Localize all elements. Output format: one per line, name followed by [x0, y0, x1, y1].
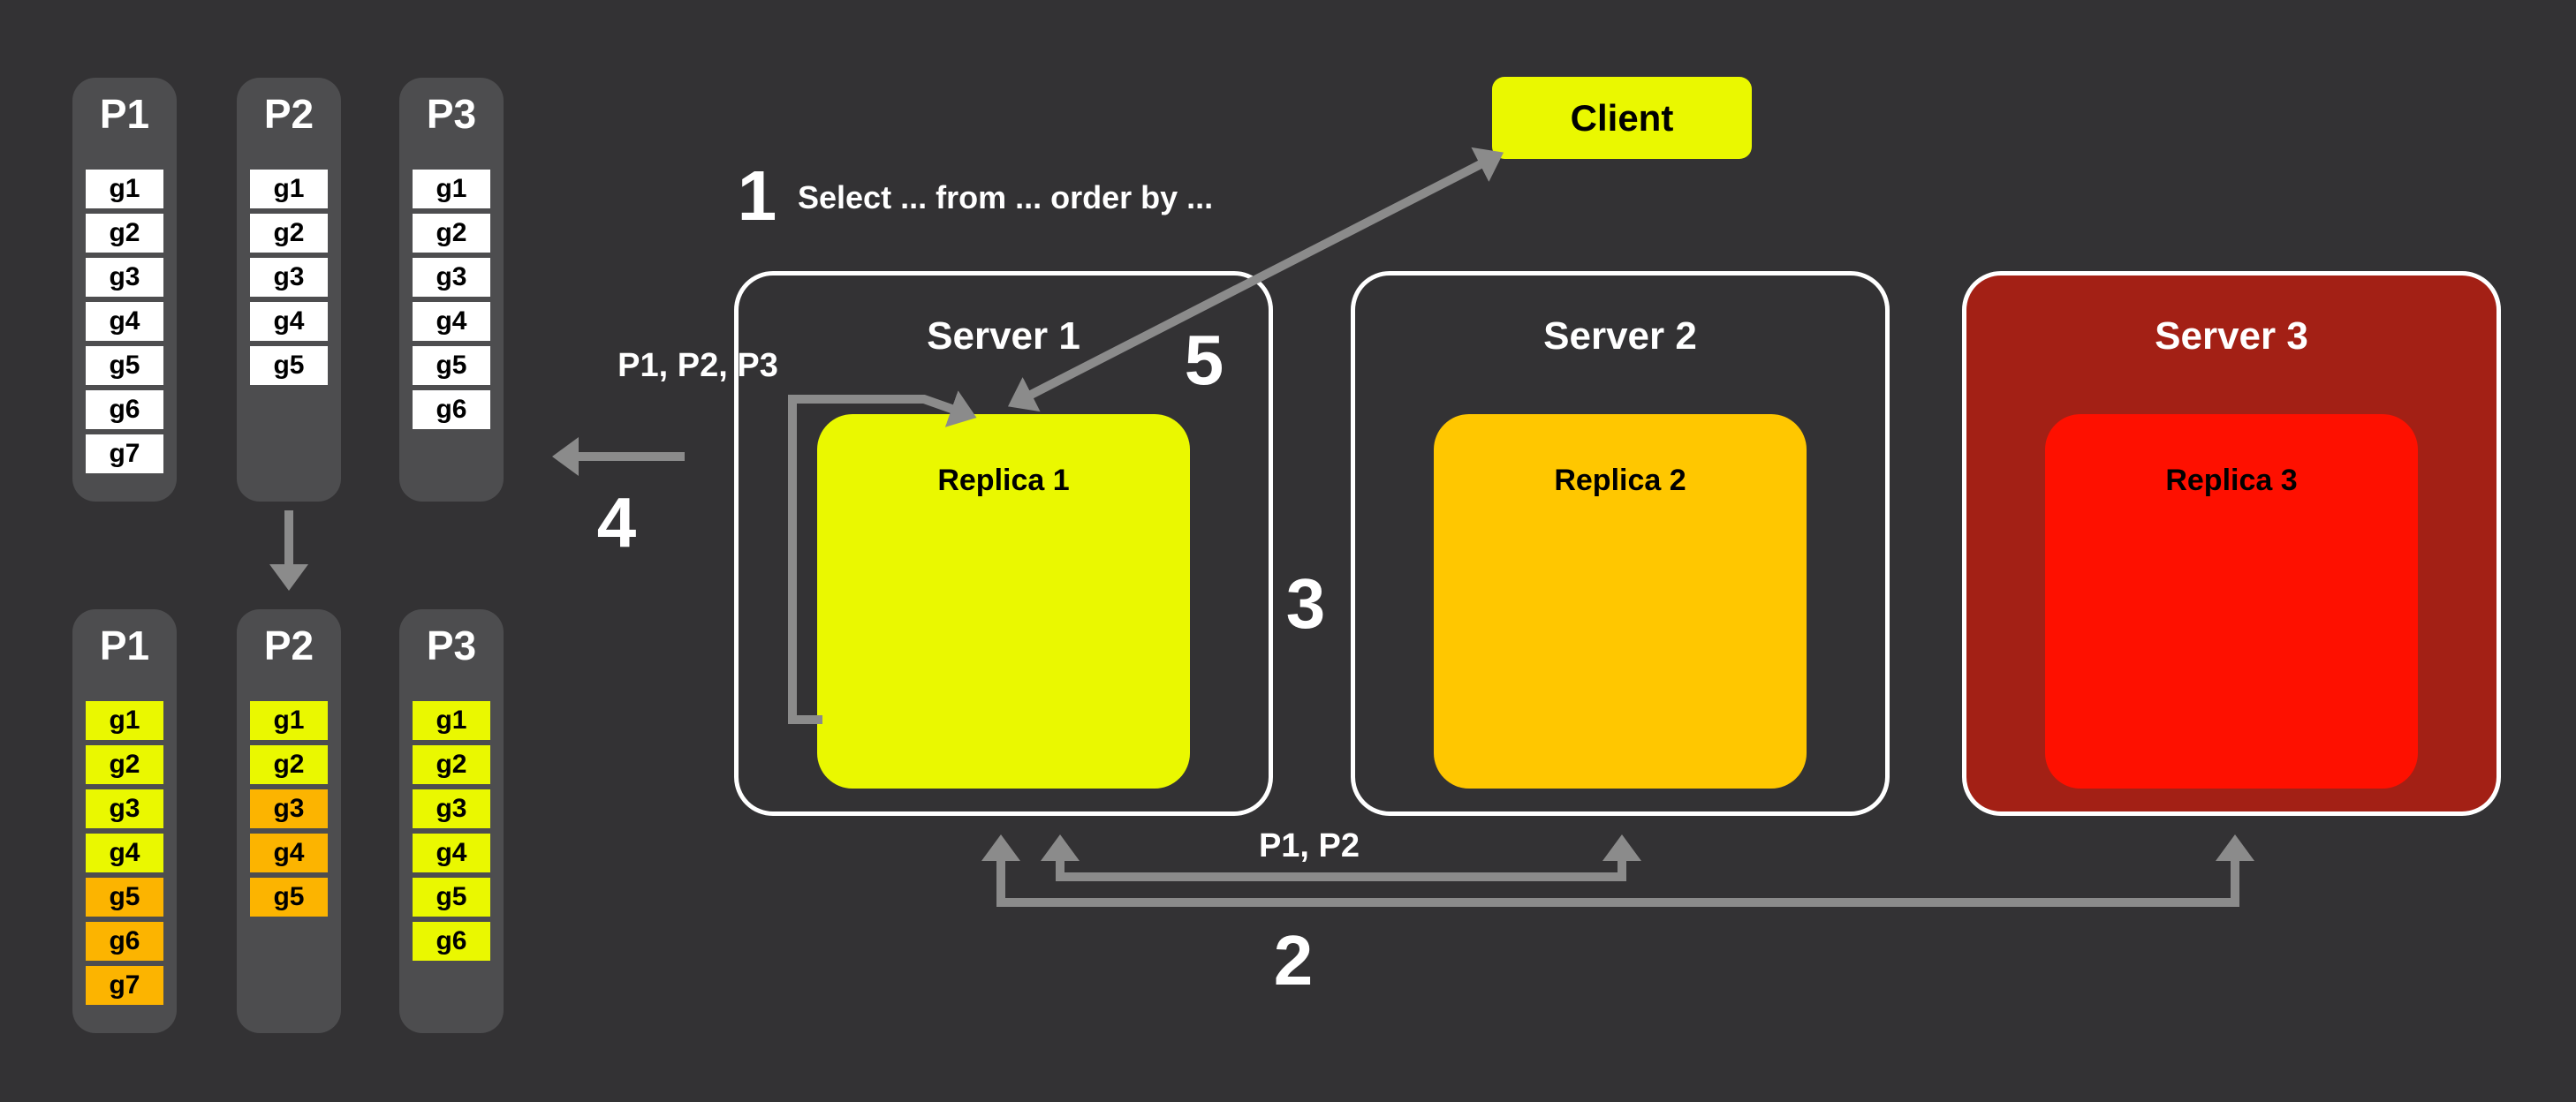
partition-item: g3	[413, 258, 490, 297]
step-number-2: 2	[1273, 921, 1314, 1000]
replica-label: Replica 3	[2165, 464, 2298, 497]
partition-column-p1-before: P1 g1 g2 g3 g4 g5 g6 g7	[72, 78, 177, 502]
partition-title: P3	[426, 91, 477, 137]
partition-title: P1	[99, 91, 150, 137]
partition-item: g5	[413, 878, 490, 917]
partition-item: g5	[250, 878, 328, 917]
server-title: Server 2	[1543, 314, 1697, 358]
partition-item: g5	[86, 878, 163, 917]
partition-item: g2	[413, 214, 490, 253]
partition-item: g1	[250, 701, 328, 740]
replica-label: Replica 2	[1554, 464, 1686, 497]
partition-item: g3	[250, 789, 328, 828]
replica-2-box: Replica 2	[1434, 414, 1807, 789]
partition-column-p3-before: P3 g1 g2 g3 g4 g5 g6	[399, 78, 504, 502]
partition-column-p1-after: P1 g1 g2 g3 g4 g5 g6 g7	[72, 609, 177, 1033]
partition-item: g7	[86, 966, 163, 1005]
server-2-box: Server 2 Replica 2	[1351, 271, 1890, 816]
step-number-1: 1	[737, 156, 777, 235]
partition-item: g6	[413, 390, 490, 429]
partition-item: g2	[86, 745, 163, 784]
partition-item: g1	[413, 701, 490, 740]
partition-item: g5	[250, 346, 328, 385]
partition-item: g4	[250, 302, 328, 341]
partition-title: P3	[426, 623, 477, 668]
partition-item: g1	[413, 170, 490, 208]
partition-item: g2	[250, 214, 328, 253]
partition-item: g3	[86, 258, 163, 297]
partition-item: g4	[413, 834, 490, 872]
step-number-3: 3	[1285, 564, 1326, 643]
replica-3-box: Replica 3	[2045, 414, 2418, 789]
partitions-p1p2-annotation: P1, P2	[1258, 827, 1360, 864]
partition-item: g4	[250, 834, 328, 872]
partition-item: g6	[413, 922, 490, 961]
partition-column-p3-after: P3 g1 g2 g3 g4 g5 g6	[399, 609, 504, 1033]
replica-1-box: Replica 1	[817, 414, 1190, 789]
partition-title: P1	[99, 623, 150, 668]
partition-item: g4	[86, 302, 163, 341]
client-label: Client	[1570, 96, 1674, 139]
partition-item: g4	[413, 302, 490, 341]
partition-item: g6	[86, 922, 163, 961]
partition-item: g3	[413, 789, 490, 828]
partition-title: P2	[263, 623, 314, 668]
partition-item: g7	[86, 434, 163, 473]
step-number-4: 4	[596, 483, 637, 562]
query-annotation: Select ... from ... order by ...	[798, 179, 1214, 215]
partition-item: g3	[86, 789, 163, 828]
partition-item: g1	[86, 170, 163, 208]
partition-column-p2-before: P2 g1 g2 g3 g4 g5	[237, 78, 341, 502]
server-title: Server 3	[2155, 314, 2308, 358]
partition-item: g2	[86, 214, 163, 253]
partition-item: g6	[86, 390, 163, 429]
step-number-5: 5	[1184, 321, 1224, 399]
partition-item: g1	[250, 170, 328, 208]
partition-item: g2	[413, 745, 490, 784]
partition-item: g1	[86, 701, 163, 740]
server-3-box: Server 3 Replica 3	[1962, 271, 2501, 816]
partition-column-p2-after: P2 g1 g2 g3 g4 g5	[237, 609, 341, 1033]
partition-item: g5	[86, 346, 163, 385]
partitions-all-annotation: P1, P2, P3	[617, 347, 778, 384]
partition-item: g3	[250, 258, 328, 297]
arrow-scatter-server3	[981, 834, 2254, 907]
partition-title: P2	[263, 91, 314, 137]
client-box: Client	[1492, 77, 1752, 159]
partition-item: g5	[413, 346, 490, 385]
partition-item: g2	[250, 745, 328, 784]
partition-item: g4	[86, 834, 163, 872]
replica-label: Replica 1	[937, 464, 1070, 497]
